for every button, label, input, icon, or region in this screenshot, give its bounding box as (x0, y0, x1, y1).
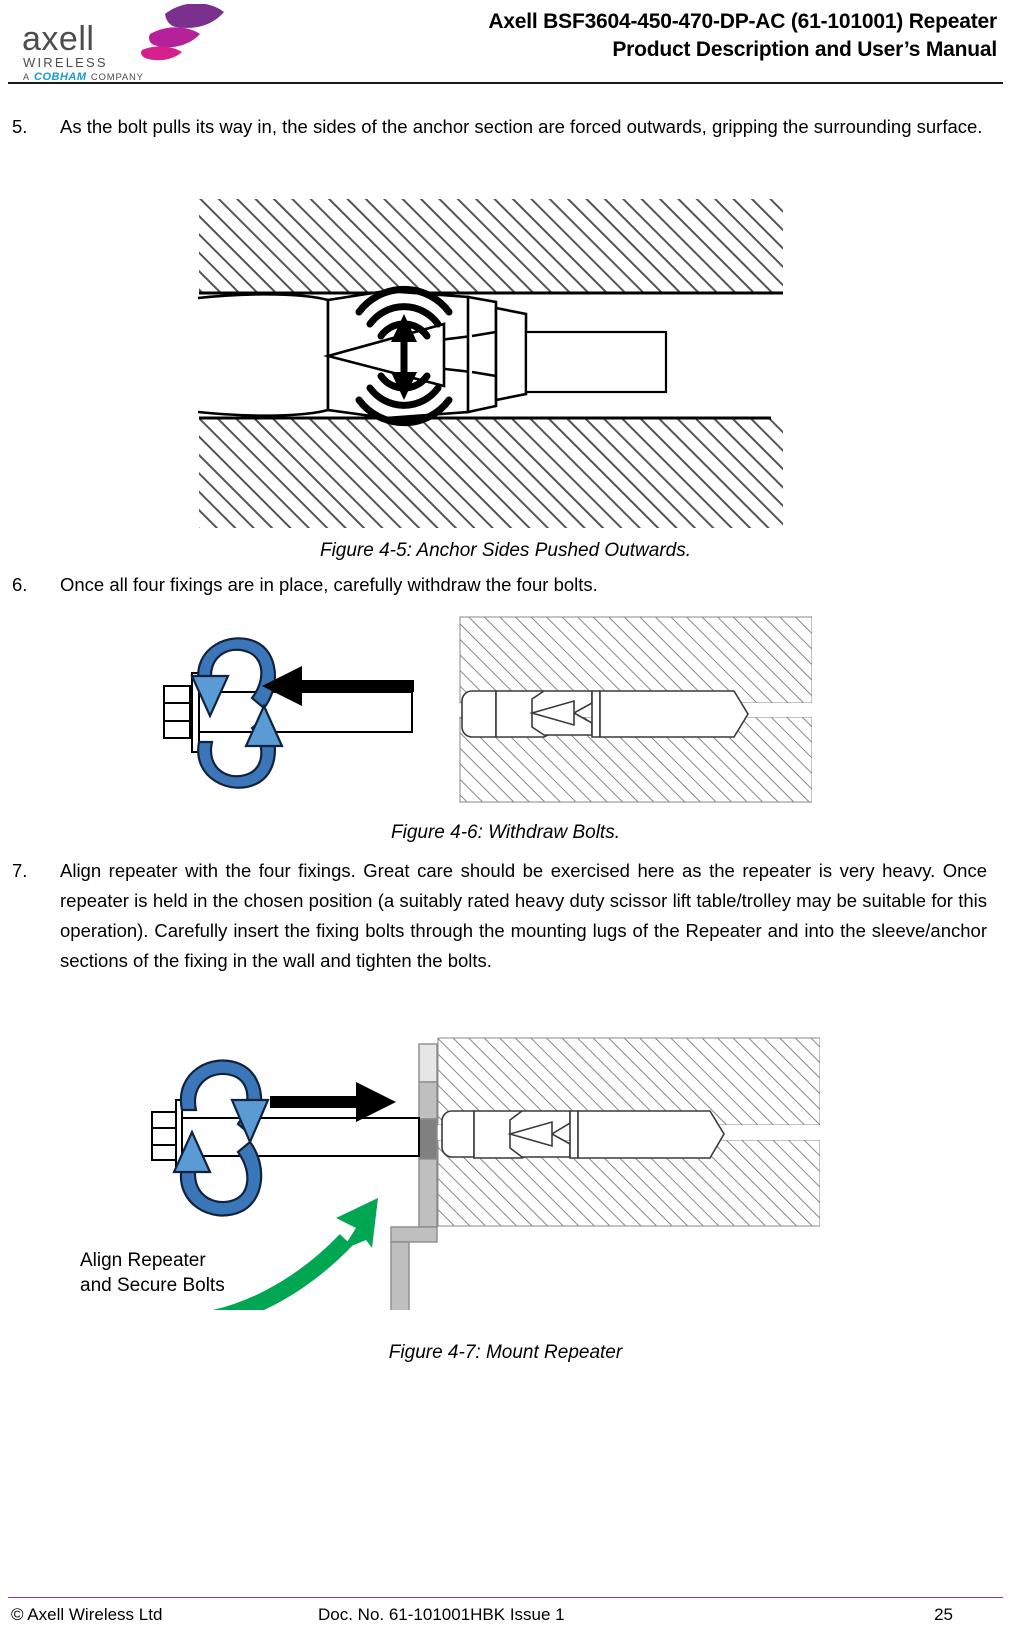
step-item-7: 7. Align repeater with the four fixings.… (12, 856, 987, 976)
footer-doc-number: Doc. No. 61-101001HBK Issue 1 (318, 1605, 565, 1624)
callout-arrow-green (212, 1198, 378, 1310)
figure-4-7-annotation: Align Repeater and Secure Bolts (80, 1250, 225, 1296)
header-title: Axell BSF3604-450-470-DP-AC (61-101001) … (488, 8, 997, 64)
wall-cross-section (459, 616, 812, 803)
logo-sub-text: WIRELESS (23, 55, 108, 70)
figure-4-6-caption: Figure 4-6: Withdraw Bolts. (391, 822, 620, 843)
step-text: As the bolt pulls its way in, the sides … (60, 116, 983, 137)
page-header: axell WIRELESS A COBHAM COMPANY Axell BS… (0, 0, 1011, 84)
figure-4-6 (152, 612, 812, 807)
insert-direction-arrow (270, 1082, 396, 1122)
header-title-line2: Product Description and User’s Manual (612, 38, 997, 61)
logo-affiliation-suffix: COMPANY (90, 72, 144, 83)
cobham-wordmark: COBHAM (34, 71, 87, 83)
figure-4-5-caption: Figure 4-5: Anchor Sides Pushed Outwards… (319, 540, 692, 561)
step-number: 6. (12, 574, 28, 595)
header-title-line1: Axell BSF3604-450-470-DP-AC (61-101001) … (488, 10, 997, 33)
axell-wireless-logo: axell WIRELESS A COBHAM COMPANY (12, 4, 232, 83)
footer-divider (8, 1597, 1003, 1598)
page-footer: © Axell Wireless Ltd Doc. No. 61-101001H… (8, 1601, 1003, 1629)
figure-4-5-illustration (197, 199, 783, 528)
bolt-assembly (151, 1099, 420, 1173)
logo-affiliation-prefix: A (23, 72, 30, 82)
step-item-6: 6. Once all four fixings are in place, c… (12, 570, 987, 600)
figure-4-7-caption: Figure 4-7: Mount Repeater (388, 1342, 623, 1363)
anchor-in-wall (461, 690, 749, 738)
step-number: 7. (12, 860, 28, 881)
axell-swoosh-icon (141, 4, 224, 61)
withdraw-direction-arrow (262, 666, 414, 706)
rotation-arrow-blue (190, 637, 284, 789)
footer-copyright: © Axell Wireless Ltd (11, 1605, 163, 1624)
expansion-double-arrow (391, 314, 417, 400)
bolt-assembly (163, 672, 413, 753)
figure-4-7-illustration (151, 1037, 820, 1310)
step-text: Align repeater with the four fixings. Gr… (60, 860, 987, 971)
step-number: 5. (12, 116, 28, 137)
repeater-mounting-lug (390, 1043, 438, 1310)
anchor-in-wall (441, 1110, 725, 1159)
step-text: Once all four fixings are in place, care… (60, 574, 598, 595)
figure-4-6-illustration (163, 616, 812, 803)
figure-4-5 (196, 196, 786, 531)
logo-wordmark: axell (22, 20, 95, 58)
logo-affiliation: A COBHAM COMPANY (23, 72, 144, 83)
footer-page-number: 25 (934, 1605, 953, 1624)
step-item-5: 5. As the bolt pulls its way in, the sid… (12, 112, 987, 142)
rotation-arrow-blue (172, 1059, 270, 1217)
header-divider (8, 82, 1003, 84)
figure-4-7 (150, 1000, 820, 1310)
